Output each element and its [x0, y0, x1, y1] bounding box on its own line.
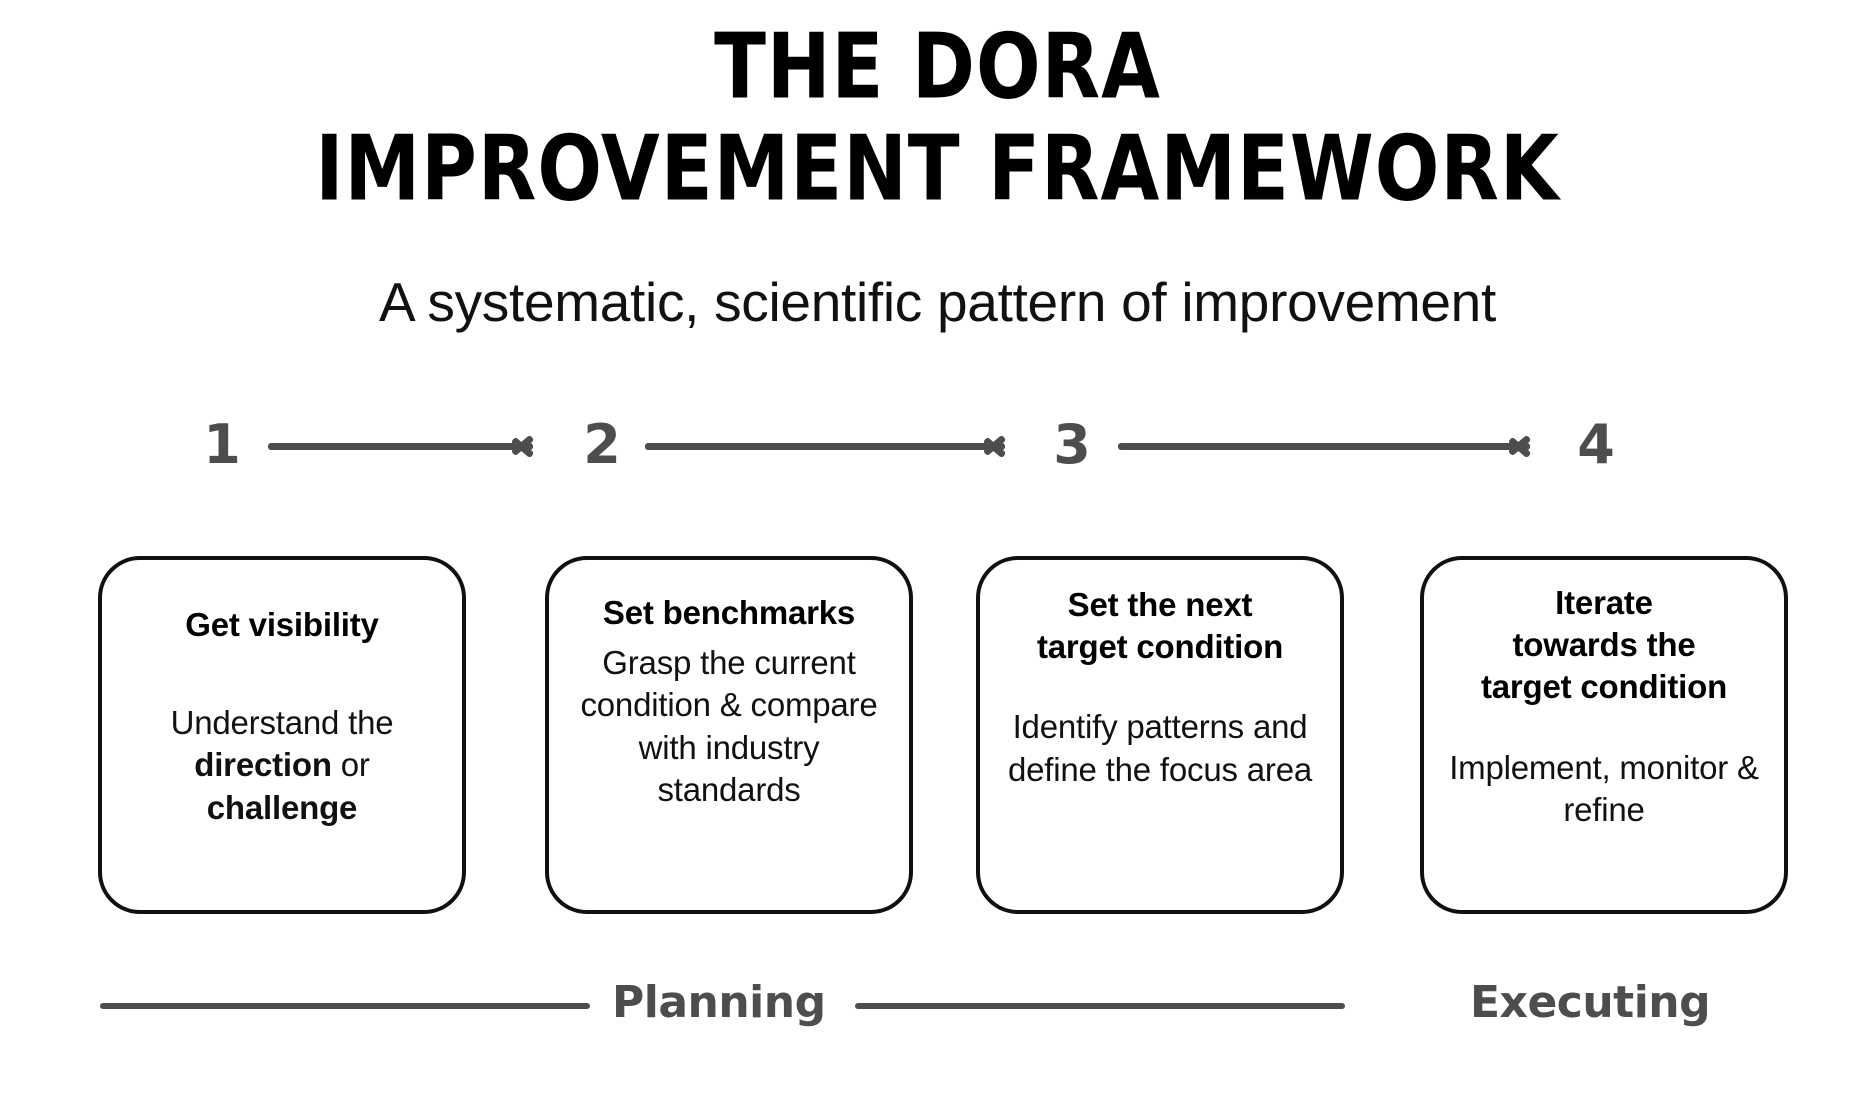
card-1-body-prefix: Understand the: [170, 704, 394, 742]
arrow-right-icon-2: [645, 443, 1005, 450]
phase-divider-left: [100, 1003, 590, 1009]
page-subtitle: A systematic, scientific pattern of impr…: [379, 271, 1496, 333]
card-2-title: Set benchmarks: [602, 594, 856, 631]
card-3-body: Identify patterns and define the focus a…: [1007, 708, 1312, 788]
card-1-body-middle: or: [331, 746, 370, 784]
step-card-4: Iterate towards the target condition Imp…: [1420, 556, 1788, 914]
step-number-4: 4: [1577, 413, 1615, 476]
phase-label-executing: Executing: [1470, 977, 1711, 1028]
phase-bar: Planning Executing: [0, 977, 1875, 1065]
card-1-title: Get visibility: [185, 606, 379, 643]
card-2-body: Grasp the current condition & compare wi…: [580, 644, 878, 808]
card-3-title-line-1: Set the next: [1067, 586, 1253, 623]
phase-divider-right: [855, 1003, 1345, 1009]
title-line-1: THE DORA: [714, 13, 1161, 119]
title-line-2: IMPROVEMENT FRAMEWORK: [315, 115, 1560, 221]
card-4-title-line-2: towards the: [1512, 626, 1696, 664]
step-card-2: Set benchmarks Grasp the current conditi…: [545, 556, 913, 914]
card-1-body: Understand the direction or challenge: [116, 702, 448, 829]
card-1-body-bold-2: challenge: [206, 788, 358, 826]
card-4-title-line-3: target condition: [1480, 668, 1728, 706]
arrow-shaft: [268, 443, 533, 450]
arrow-shaft: [645, 443, 1005, 450]
phase-label-planning: Planning: [612, 977, 826, 1028]
step-number-2: 2: [583, 413, 621, 476]
arrow-right-icon-3: [1118, 443, 1530, 450]
step-card-3: Set the next target condition Identify p…: [976, 556, 1344, 914]
arrow-head: [985, 432, 1007, 461]
card-4-title-line-1: Iterate: [1555, 584, 1653, 621]
page-title: THE DORA IMPROVEMENT FRAMEWORK: [0, 13, 1875, 213]
arrow-head: [1510, 432, 1532, 461]
arrow-head: [513, 432, 535, 461]
step-number-1: 1: [203, 413, 241, 476]
arrow-right-icon-1: [268, 443, 533, 450]
card-1-body-bold-1: direction: [194, 746, 332, 784]
card-4-body: Implement, monitor & refine: [1449, 748, 1759, 828]
step-card-1: Get visibility Understand the direction …: [98, 556, 466, 914]
step-cards: Get visibility Understand the direction …: [0, 556, 1875, 916]
step-number-3: 3: [1053, 413, 1091, 476]
card-3-title-line-2: target condition: [1036, 628, 1284, 666]
step-sequence: 1 2 3 4: [0, 415, 1875, 485]
arrow-shaft: [1118, 443, 1530, 450]
